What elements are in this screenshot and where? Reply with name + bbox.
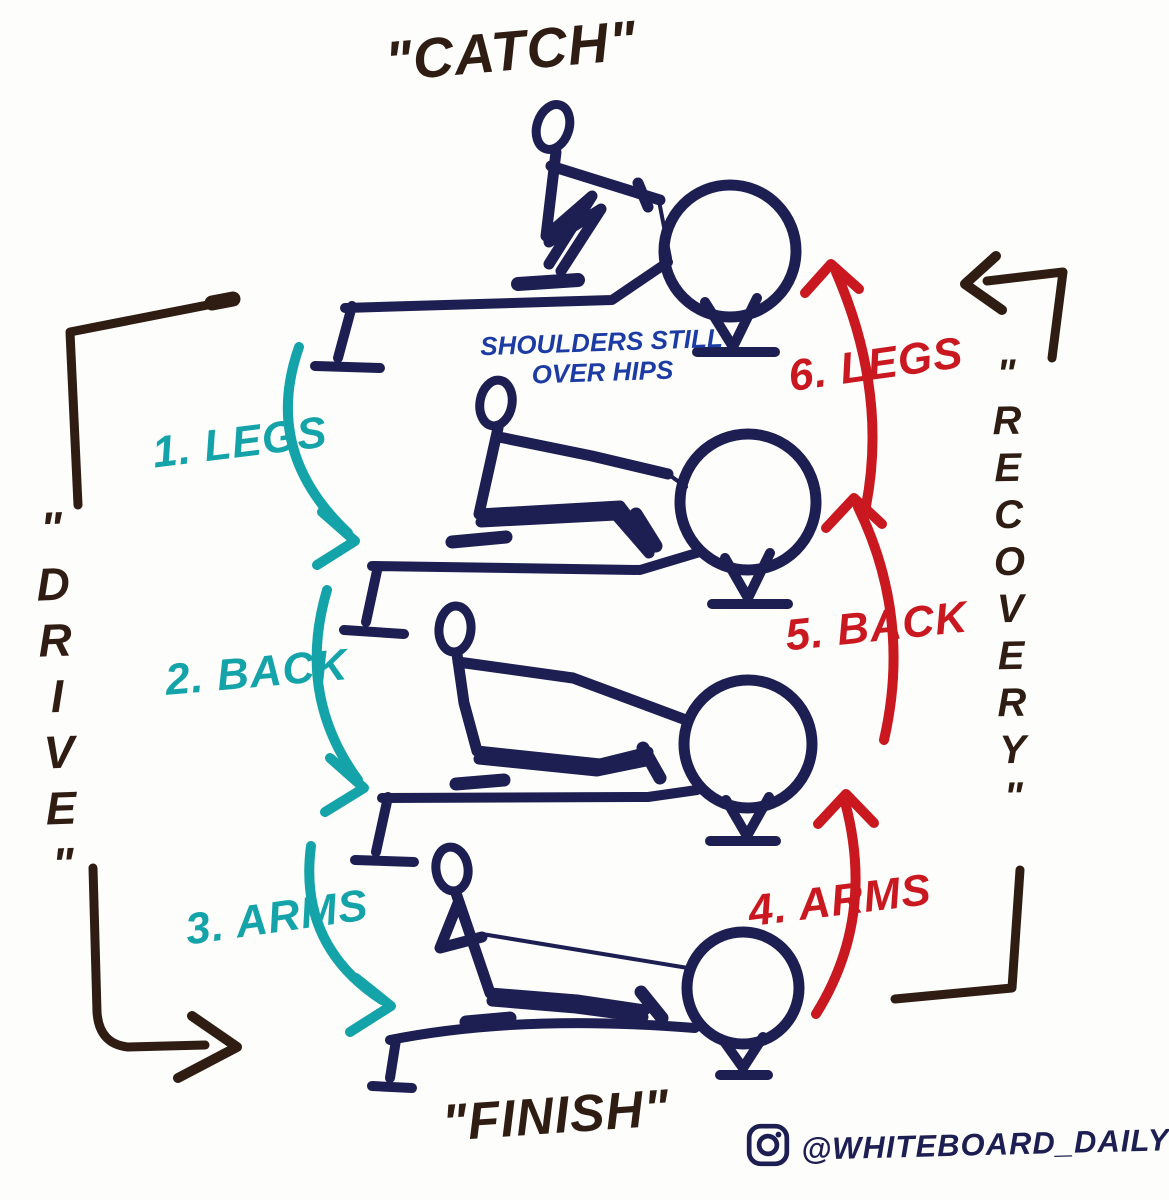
drive-arrow-2-back — [311, 585, 369, 817]
erg-machine — [367, 1018, 773, 1093]
rower-back-swing — [350, 601, 818, 867]
recovery-arrow-6-legs — [800, 259, 878, 511]
rower-body — [434, 887, 651, 1023]
handle-cable — [682, 718, 688, 740]
handle-cable — [666, 472, 688, 489]
footplate — [511, 273, 585, 291]
recovery-arrow-5-head-icon — [821, 493, 887, 533]
recovery-arrow-4-head-icon — [813, 789, 879, 829]
recovery-arrow-5-arc — [853, 502, 899, 745]
drive-bracket — [65, 291, 242, 1083]
watermark-handle: @WHITEBOARD_DAILY — [800, 1122, 1169, 1167]
drive-bracket-cap — [204, 291, 241, 311]
flywheel — [658, 179, 802, 323]
drive-bracket-line — [65, 296, 233, 1052]
recovery-arrow-4-arms — [811, 789, 879, 1019]
drive-arrow-2-head-icon — [320, 753, 369, 817]
erg-machine — [339, 547, 793, 639]
seat-and-foot — [459, 985, 669, 1029]
recovery-bracket-line — [890, 267, 1068, 1004]
recovery-arrow-4-arc — [811, 797, 861, 1019]
drive-arrow-3-head-icon — [345, 973, 396, 1037]
erg-machine — [310, 257, 780, 373]
rower-finish — [367, 842, 805, 1093]
rower-body — [451, 648, 692, 777]
recovery-arrow-6-head-icon — [800, 259, 864, 298]
watermark: @WHITEBOARD_DAILY — [745, 1122, 1169, 1168]
handle-cable — [480, 932, 690, 970]
drive-arrow-2-arc — [311, 585, 363, 785]
recovery-arrowhead-icon — [960, 251, 1007, 315]
drive-arrow-1-head-icon — [312, 507, 360, 570]
drive-arrow-3-arms — [304, 841, 396, 1037]
rower-body — [540, 146, 666, 277]
rower-head — [531, 100, 575, 154]
recovery-bracket — [890, 251, 1068, 1004]
rower-catch — [310, 100, 802, 373]
instagram-icon — [746, 1123, 790, 1167]
recovery-arrow-5-back — [821, 493, 899, 745]
erg-machine — [350, 785, 781, 867]
flywheel — [678, 674, 818, 814]
recovery-arrow-6-arc — [831, 267, 878, 511]
shoulders-note: SHOULDERS STILL OVER HIPS — [461, 323, 743, 393]
handle-cable — [657, 199, 672, 260]
drive-arrow-1-legs — [283, 342, 360, 570]
rower-legs-drive — [339, 375, 822, 639]
rower-body — [473, 422, 674, 559]
flywheel — [681, 926, 805, 1050]
rower-head — [431, 842, 473, 896]
rower-head — [434, 601, 476, 657]
rower-head — [475, 375, 517, 431]
drive-arrowhead-icon — [173, 1011, 242, 1083]
flywheel — [674, 428, 822, 576]
